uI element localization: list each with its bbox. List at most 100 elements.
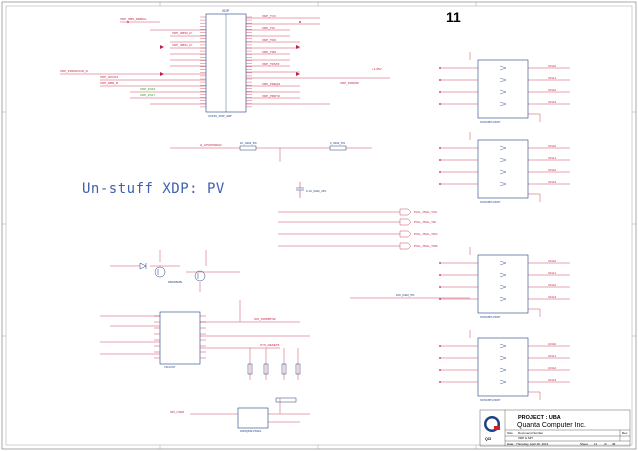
pch-tdo: PCH_JTAG_TDO [414,232,438,236]
mux-switch [499,169,507,175]
unstuff-xdp-heading: Un-stuff XDP: PV [82,181,225,197]
mux-body [477,139,529,199]
mux-gnd-wire [528,391,541,400]
mux-out-label: CFG3 [548,180,556,184]
xdp-right-nets [246,17,390,105]
mux-switch [499,145,507,151]
buffer-right-nets [200,300,310,380]
rev-label: Rev [622,431,628,435]
net-tms: XDP_TMS [262,50,276,54]
mux-switch [499,343,507,349]
net-prdy: XDP_PRDY# [262,94,280,98]
mux-body [477,254,529,314]
logo-text: QCI [485,437,492,441]
mux-switch [499,260,507,266]
bottom-resistors [247,363,301,375]
mux-switch [499,296,507,302]
dbr-net: SIO_PWRBTN# [254,317,276,321]
spi-flash [190,397,310,429]
rst-net: SYS_RESET# [260,343,280,347]
sheet-label: Sheet [580,442,588,446]
buffer-part: 74LVC07 [164,365,176,369]
spi-chip: W25Q64FVSSIG [240,429,261,433]
xdp-connector [200,13,252,113]
net-hook1: XDP_HOOK1 [100,75,119,79]
mux-junction [439,381,441,383]
cap-val: 0.1U_0402_16V [306,189,326,193]
mux-switch [499,181,507,187]
jtag-flags [399,208,412,250]
mux-junction [439,298,441,300]
buffer-left-nets [100,315,160,355]
mux-gnd-wire [528,193,541,202]
mux-out-label: CFG2 [548,168,556,172]
jtag-nets [278,211,400,247]
r-dbr-val: 0_0402_5% [330,141,345,145]
note-green-1: XDP_FN16 [140,87,156,91]
mux-switch [499,272,507,278]
sheet-inner-frame [5,5,633,446]
doc-number-label: Document Number [518,431,544,435]
mux-junction [439,286,441,288]
net-obs0: XDP_OBS0_R [172,31,193,35]
mux-part-label: SN74CBTLV3257 [480,120,501,124]
date-value: Thursday, April 26, 2012 [516,442,549,446]
pch-tms: PCH_JTAG_TMS [414,244,437,248]
mux-out-label: CFG3 [548,378,556,382]
mux-switch [499,77,507,83]
mux-junction [439,91,441,93]
spi-cs: SPI_CS0# [170,410,184,414]
mux-out-label: CFG2 [548,366,556,370]
xdp-part: CONN_XDP_60P [208,114,232,118]
doc-title: XDP & SPI [518,436,533,440]
mux-gnd-wire [528,113,541,122]
title-block [479,409,631,447]
mux-out-label: CFG0 [548,259,556,263]
net-pwrgood: XDP_PWRGOOD_R [60,69,89,73]
mux-switch [499,65,507,71]
mosfet-area [110,250,240,292]
mux-gnd-wire [528,308,541,317]
mux-out-label: CFG3 [548,100,556,104]
net-obs1: XDP_OBS1_R [172,43,193,47]
xdp-ref: XDP [222,9,230,13]
net-preq: XDP_PREQ# [262,82,280,86]
mux-junction [439,67,441,69]
mux-part-label: SN74CBTLV3257 [480,315,501,319]
net-tck: XDP_TCK [262,14,276,18]
net-tdi: XDP_TDI [262,26,275,30]
size-label: Size [507,431,513,435]
mux-switch [499,101,507,107]
mux-junction [439,274,441,276]
mux-out-label: CFG1 [548,76,556,80]
mux-switch [499,284,507,290]
mux-body [477,337,529,397]
pwrgood-resistors [239,145,347,151]
cap-pwr [296,182,304,198]
net-vccst: +1.05V [372,67,382,71]
mux-junction [439,262,441,264]
mux-junction [439,79,441,81]
note-green-2: XDP_FN17 [140,93,156,97]
mux-out-label: CFG0 [548,342,556,346]
project-label: PROJECT : UBA [518,415,561,421]
mux-out-label: CFG1 [548,156,556,160]
net-dbr: XDP_DBR_R [100,81,119,85]
mux-switch [499,89,507,95]
mux-out-label: CFG3 [548,295,556,299]
mux-switch [499,355,507,361]
mux-part-label: SN74CBTLV3257 [480,398,501,402]
r-pwrgood-val: 1K_0402_5% [240,141,257,145]
r-pull-val: 10K_0402_5% [396,293,415,297]
net-pwrgood-mid: H_CPUPWRGD [200,143,223,147]
of-label: of [604,442,607,446]
net-trst: XDP_TRST# [262,62,280,66]
company-name: Quanta Computer Inc. [517,422,586,429]
mux-junction [439,159,441,161]
mux-out-label: CFG1 [548,271,556,275]
